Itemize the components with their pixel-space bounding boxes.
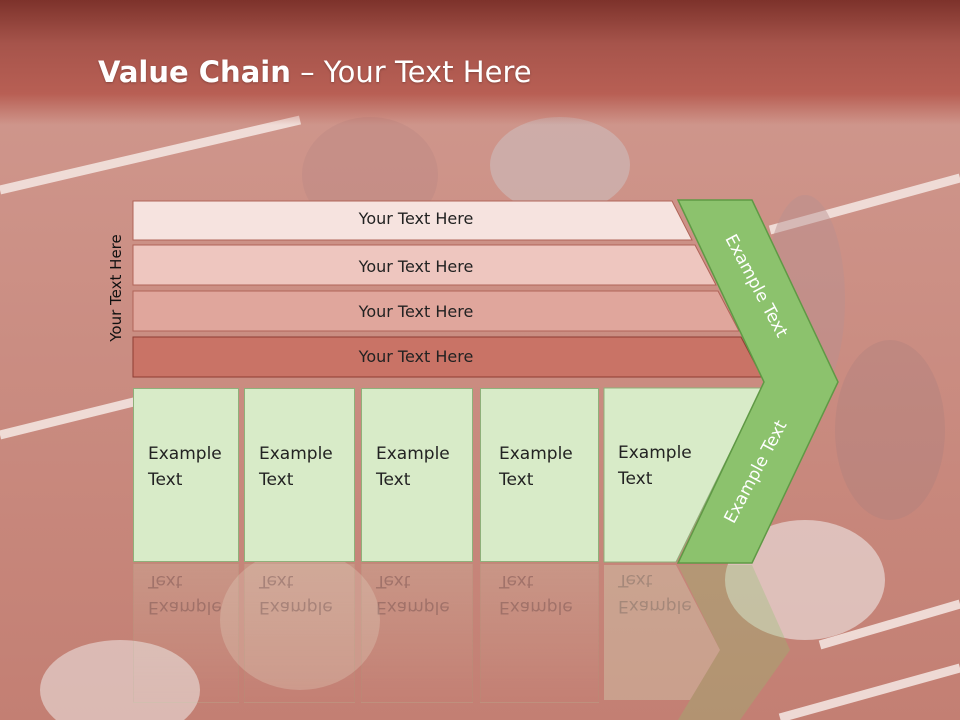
reflect-3-line2: Text (376, 571, 411, 591)
box-2-reflection-text: Example Text (259, 568, 333, 620)
box-2-reflection: Example Text (244, 563, 355, 703)
header-band (0, 0, 960, 125)
reflect-2-line1: Example (259, 597, 333, 617)
reflect-1-line2: Text (148, 571, 183, 591)
box-3-reflection-text: Example Text (376, 568, 450, 620)
box-2-line1: Example (259, 444, 333, 464)
row-label-2: Your Text Here (358, 257, 474, 276)
box-1-reflection-text: Example Text (148, 568, 222, 620)
row-band-3[interactable] (132, 290, 740, 332)
box-5-reflection (604, 565, 720, 700)
box-5-shape[interactable] (603, 387, 763, 563)
reflect-5-line2: Text (618, 570, 653, 590)
box-1-reflection: Example Text (133, 563, 239, 703)
box-5-reflection-text: Example Text (618, 567, 692, 619)
reflect-4-line1: Example (499, 597, 573, 617)
row-label-3: Your Text Here (358, 302, 474, 321)
chevron-reflection (678, 565, 790, 720)
title-rest: – Your Text Here (290, 55, 532, 89)
box-3-line1: Example (376, 444, 450, 464)
box-1-line1: Example (148, 444, 222, 464)
box-3-reflection: Example Text (361, 563, 473, 703)
title-bold: Value Chain (98, 55, 291, 89)
box-4-line1: Example (499, 444, 573, 464)
box-4-reflection: Example Text (480, 563, 599, 703)
box-5-line1: Example (618, 443, 692, 463)
box-4-line2: Text (499, 470, 534, 490)
box-5-reflection-label: Example Text (604, 563, 692, 703)
box-3-line2: Text (376, 470, 411, 490)
reflect-2-line2: Text (259, 571, 294, 591)
reflect-3-line1: Example (376, 597, 450, 617)
reflect-1-line1: Example (148, 597, 222, 617)
box-2-line2: Text (259, 470, 294, 490)
chevron-arrow[interactable] (676, 199, 839, 564)
slide-title[interactable]: Value Chain – Your Text Here (98, 55, 532, 89)
row-band-1[interactable] (132, 200, 693, 241)
box-1-line2: Text (148, 470, 183, 490)
reflect-5-line1: Example (618, 596, 692, 616)
row-label-1: Your Text Here (358, 209, 474, 228)
row-label-4: Your Text Here (358, 347, 474, 366)
box-4-reflection-text: Example Text (499, 568, 573, 620)
box-5-line2: Text (618, 469, 653, 489)
row-band-2[interactable] (132, 244, 717, 286)
reflect-4-line2: Text (499, 571, 534, 591)
